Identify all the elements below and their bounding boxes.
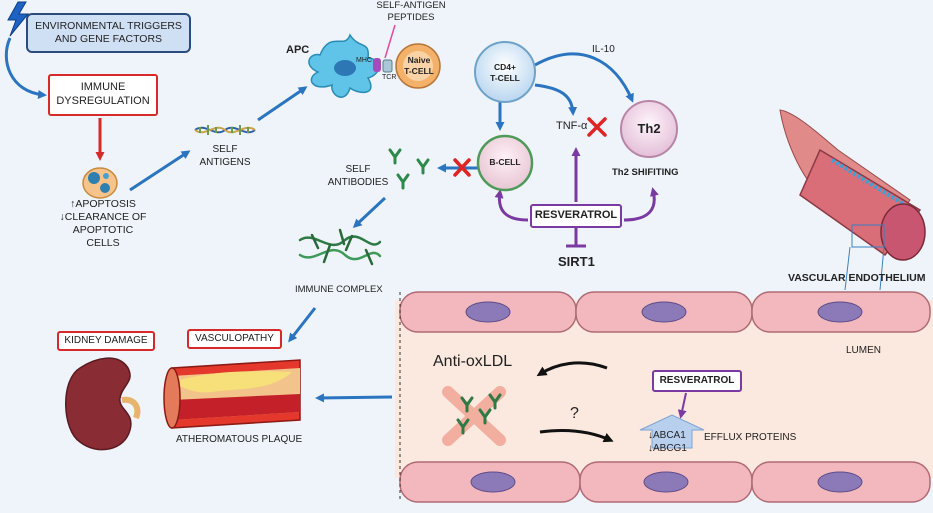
atheromatous-plaque-label: ATHEROMATOUS PLAQUE [176, 434, 303, 445]
cd4-tcell-icon [474, 41, 536, 103]
question-label: ? [570, 405, 579, 422]
blood-vessel-icon [779, 109, 926, 291]
immune-complex-label: IMMUNE COMPLEX [295, 284, 383, 295]
antibody-icon [388, 148, 430, 190]
efflux-up-arrow [639, 414, 705, 449]
naive-tcell-label: Naive T-CELL [404, 55, 434, 76]
bcell-label: B-CELL [489, 157, 521, 167]
kidney-icon [65, 357, 141, 451]
artery-plaque-icon [163, 359, 301, 429]
resveratrol-lumen-box: RESVERATROL [652, 370, 742, 392]
apoptosis-label: ↑APOPTOSIS ↓CLEARANCE OF APOPTOTIC CELLS [59, 198, 147, 250]
abcg1-label: ↓ABCG1 [648, 443, 687, 454]
resveratrol-top-box: RESVERATROL [530, 204, 622, 228]
self-antigen-peptides-label: SELF-ANTIGEN PEPTIDES [376, 0, 446, 23]
abca1-label: ↓ABCA1 [648, 430, 686, 441]
lumen-label: LUMEN [846, 345, 882, 356]
tnf-alpha-label: TNF-α [556, 120, 588, 132]
anti-oxldl-icon [442, 386, 506, 446]
env-triggers-box: ENVIRONMENTAL TRIGGERS AND GENE FACTORS [26, 13, 191, 53]
immune-complex-icon [298, 228, 382, 266]
mhc-label: MHC [356, 57, 372, 64]
dendritic-cell-icon [308, 33, 393, 98]
vasculopathy-box: VASCULOPATHY [187, 329, 282, 349]
apoptotic-cell-icon [82, 167, 118, 199]
cd4-tcell-label: CD4+ T-CELL [490, 62, 520, 83]
il10-label: IL-10 [592, 44, 615, 55]
inhibit-x-icon [453, 117, 607, 177]
endothelium-top [399, 291, 931, 333]
th2-label: Th2 [637, 121, 661, 136]
self-antigens-label: SELF ANTIGENS [199, 144, 251, 168]
anti-oxldl-label: Anti-oxLDL [433, 353, 513, 370]
dna-icon [194, 125, 256, 135]
vascular-endothelium-label: VASCULAR ENDOTHELIUM [788, 272, 926, 284]
tcr-label: TCR [382, 74, 397, 81]
bcell-icon [476, 134, 534, 192]
immune-dysregulation-box: IMMUNE DYSREGULATION [48, 74, 158, 116]
self-antibodies-label: SELF ANTIBODIES [327, 164, 389, 188]
lightning-icon [7, 1, 30, 37]
th2-shifting-label: Th2 SHIFITING [612, 167, 679, 178]
endothelium-bottom [399, 461, 931, 503]
efflux-proteins-label: EFFLUX PROTEINS [704, 432, 797, 443]
th2-cell-icon [620, 100, 678, 158]
peptide-pointer [384, 24, 396, 59]
apc-label: APC [286, 44, 310, 56]
sirt1-label: SIRT1 [558, 254, 595, 269]
kidney-damage-box: KIDNEY DAMAGE [57, 331, 155, 351]
